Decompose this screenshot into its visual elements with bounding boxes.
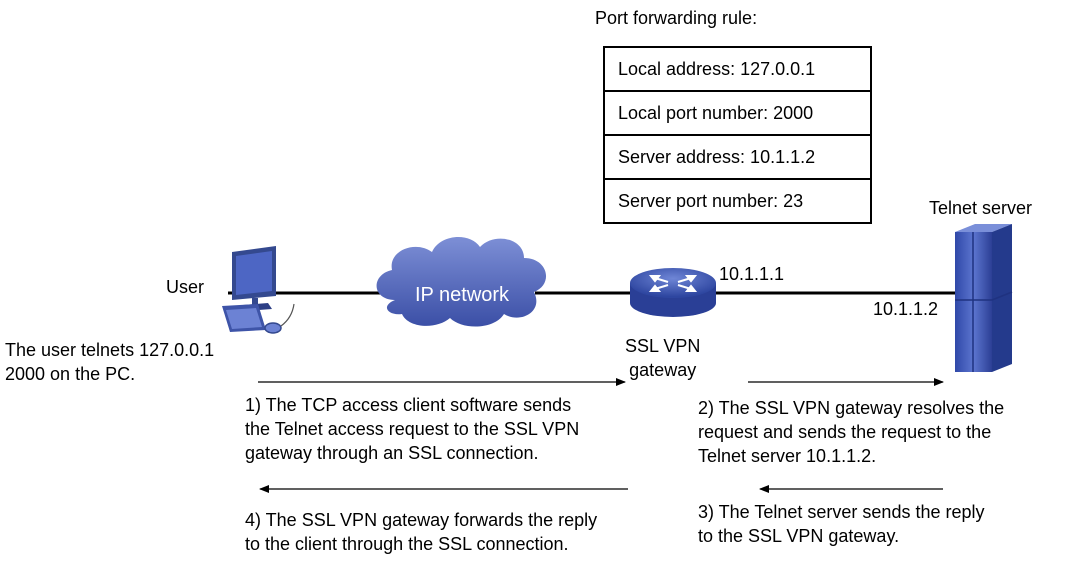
rule-table-title: Port forwarding rule: (595, 8, 758, 28)
rule-row-local-address: Local address: 127.0.0.1 (605, 48, 870, 92)
step4-text: 4) The SSL VPN gateway forwards the repl… (245, 510, 598, 554)
cloud-icon (376, 236, 547, 327)
cloud-label: IP network (415, 284, 510, 306)
server-label: Telnet server (929, 198, 1033, 218)
step1-text: 1) The TCP access client software sends … (245, 395, 580, 463)
rule-row-server-port: Server port number: 23 (618, 191, 804, 211)
step3-text: 3) The Telnet server sends the reply to … (698, 502, 985, 546)
gateway-label: SSL VPN gateway (625, 336, 701, 380)
user-label: User (166, 277, 205, 297)
port-forwarding-rule-table: Local address: 127.0.0.1 Local port numb… (603, 46, 872, 224)
server-ip-label: 10.1.1.2 (873, 299, 939, 319)
step2-text: 2) The SSL VPN gateway resolves the requ… (698, 398, 1005, 466)
server-icon (955, 224, 1013, 372)
user-note: The user telnets 127.0.0.1 2000 on the P… (5, 340, 215, 384)
rule-row-server-address: Server address: 10.1.1.2 (605, 136, 870, 180)
rule-row-local-port: Local port number: 2000 (605, 92, 870, 136)
pc-icon (222, 246, 295, 334)
router-icon (630, 268, 716, 317)
gateway-ip-label: 10.1.1.1 (719, 264, 785, 284)
